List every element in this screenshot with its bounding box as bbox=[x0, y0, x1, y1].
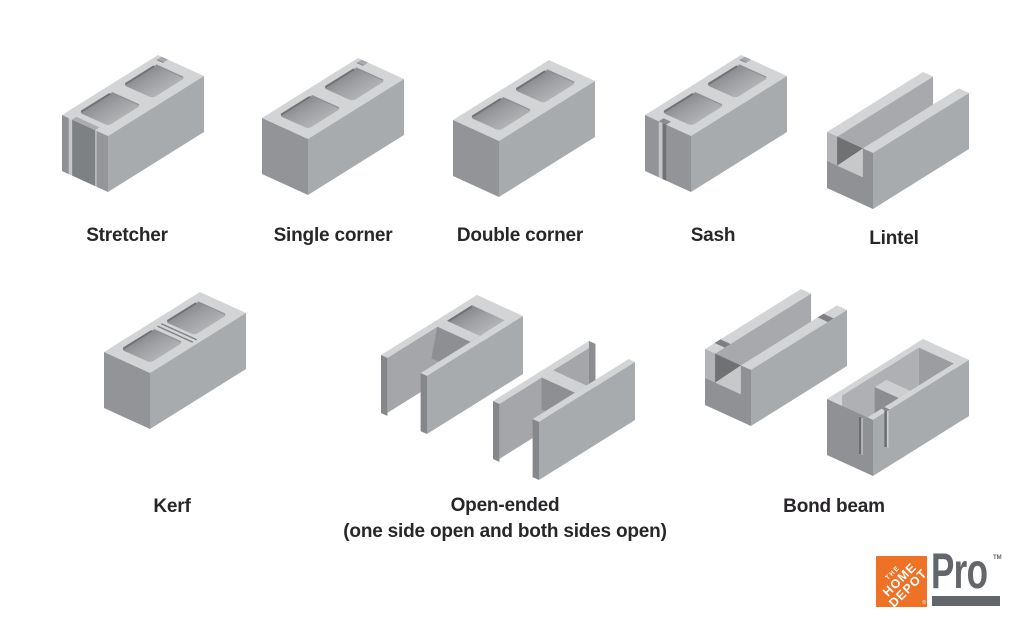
bond-beam-label: Bond beam bbox=[783, 496, 885, 517]
kerf-block-illustration bbox=[104, 292, 246, 429]
bond-beam-blocks-illustration bbox=[705, 289, 969, 476]
stretcher-block-illustration bbox=[62, 55, 204, 192]
bond-beam-channel-block bbox=[705, 289, 847, 426]
stretcher-label: Stretcher bbox=[86, 225, 168, 246]
single-corner-label: Single corner bbox=[273, 225, 393, 246]
single-corner-block-illustration bbox=[262, 58, 404, 195]
open-ended-label: Open-ended bbox=[450, 495, 560, 516]
bond-beam-open-top-block bbox=[827, 339, 969, 476]
double-corner-block-illustration bbox=[453, 60, 595, 197]
sash-block-illustration bbox=[645, 55, 787, 192]
trademark-mark: TM bbox=[993, 555, 1002, 561]
home-depot-logo-mark: THE HOME DEPOT ® bbox=[876, 556, 930, 610]
open-ended-both-sides-open-block bbox=[493, 341, 635, 480]
sash-label: Sash bbox=[690, 225, 736, 246]
double-corner-label: Double corner bbox=[456, 225, 584, 246]
registered-mark: ® bbox=[922, 600, 926, 606]
open-ended-blocks-illustration bbox=[381, 295, 635, 480]
open-ended-sublabel: (one side open and both sides open) bbox=[343, 521, 667, 542]
pro-underline-bar bbox=[932, 596, 1000, 606]
lintel-label: Lintel bbox=[869, 228, 919, 249]
pro-wordmark: Pro bbox=[931, 543, 988, 599]
open-ended-one-side-open-block bbox=[381, 295, 523, 434]
lintel-block-illustration bbox=[827, 72, 969, 209]
kerf-label: Kerf bbox=[153, 496, 191, 517]
